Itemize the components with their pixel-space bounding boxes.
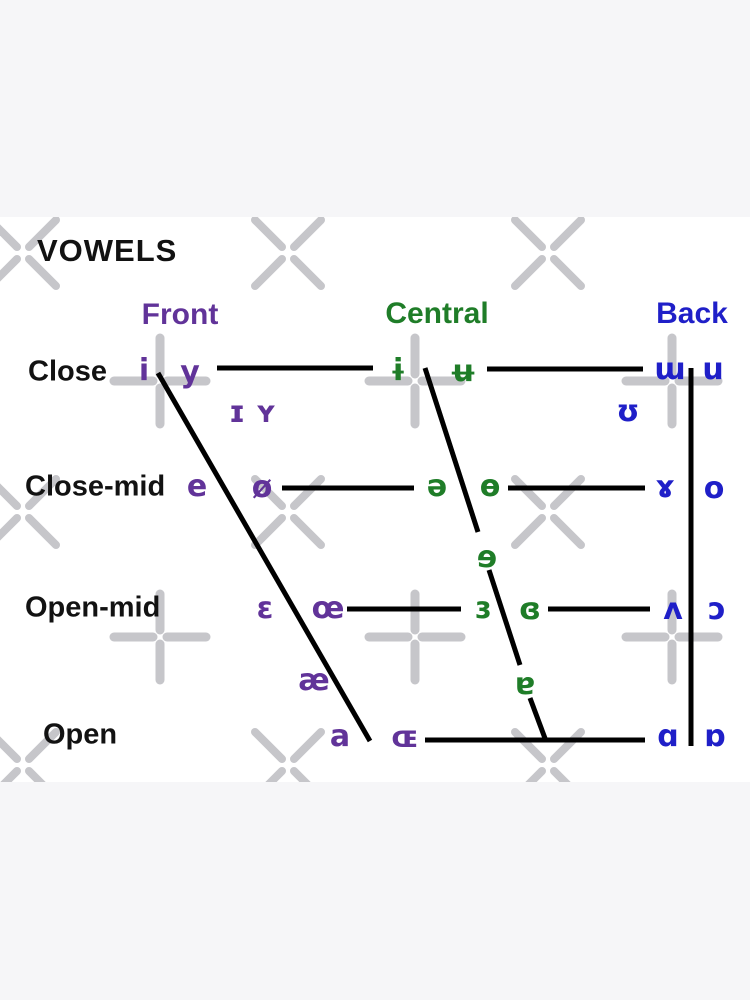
vowel-symbol: ɨ [389,353,407,388]
row-label-close: Close [28,355,107,388]
central-diagonal-segment-2 [486,569,523,666]
vowel-symbol: ʌ [663,592,683,627]
row-label-open-mid: Open-mid [25,591,161,624]
header-central: Central [385,297,489,330]
vowel-symbol: e [186,469,208,504]
vowel-symbol: ɜ [474,591,492,626]
vowel-symbol: æ [298,663,330,698]
front-diagonal-line [155,371,373,743]
vowel-symbol: a [329,719,351,754]
vowel-symbol: ɛ [256,591,274,626]
row-label-open: Open [43,718,118,751]
vowel-symbol: ɵ [479,469,501,504]
vowel-symbol: ɤ [655,470,675,505]
vowel-symbol: ə [426,469,448,504]
vowel-symbol: ʏ [255,395,277,430]
header-back: Back [656,297,728,330]
central-diagonal-segment-1 [422,367,481,533]
vowel-symbol: ɪ [228,395,246,430]
chart-lines-layer [155,365,694,746]
vowel-symbol: ɔ [708,592,726,627]
vowel-symbol: y [180,355,200,390]
vowel-symbol: o [703,471,725,506]
header-front: Front [141,298,219,331]
central-diagonal-segment-3 [527,697,549,742]
vowel-symbol: ʊ [616,394,640,429]
vowel-chart-panel: VOWELS Front Central Back Close Close-mi… [0,217,750,782]
row-label-close-mid: Close-mid [25,470,166,503]
page-title: VOWELS [37,233,178,268]
vowel-symbol: ɯ [654,352,686,387]
vowel-symbol: ɑ [657,719,679,754]
vowel-symbol: ɞ [519,592,541,627]
vowel-symbol: ʉ [449,354,477,389]
vowel-symbol: ɐ [514,667,536,702]
vowel-symbol: ø [251,470,273,505]
vowel-symbol: ɒ [704,719,726,754]
vowel-symbol: ɘ [476,540,498,575]
vowel-symbol: œ [311,591,345,626]
vowel-symbol: ɶ [391,720,419,755]
vowel-symbol: u [702,352,724,387]
vowel-symbol: i [138,353,150,388]
